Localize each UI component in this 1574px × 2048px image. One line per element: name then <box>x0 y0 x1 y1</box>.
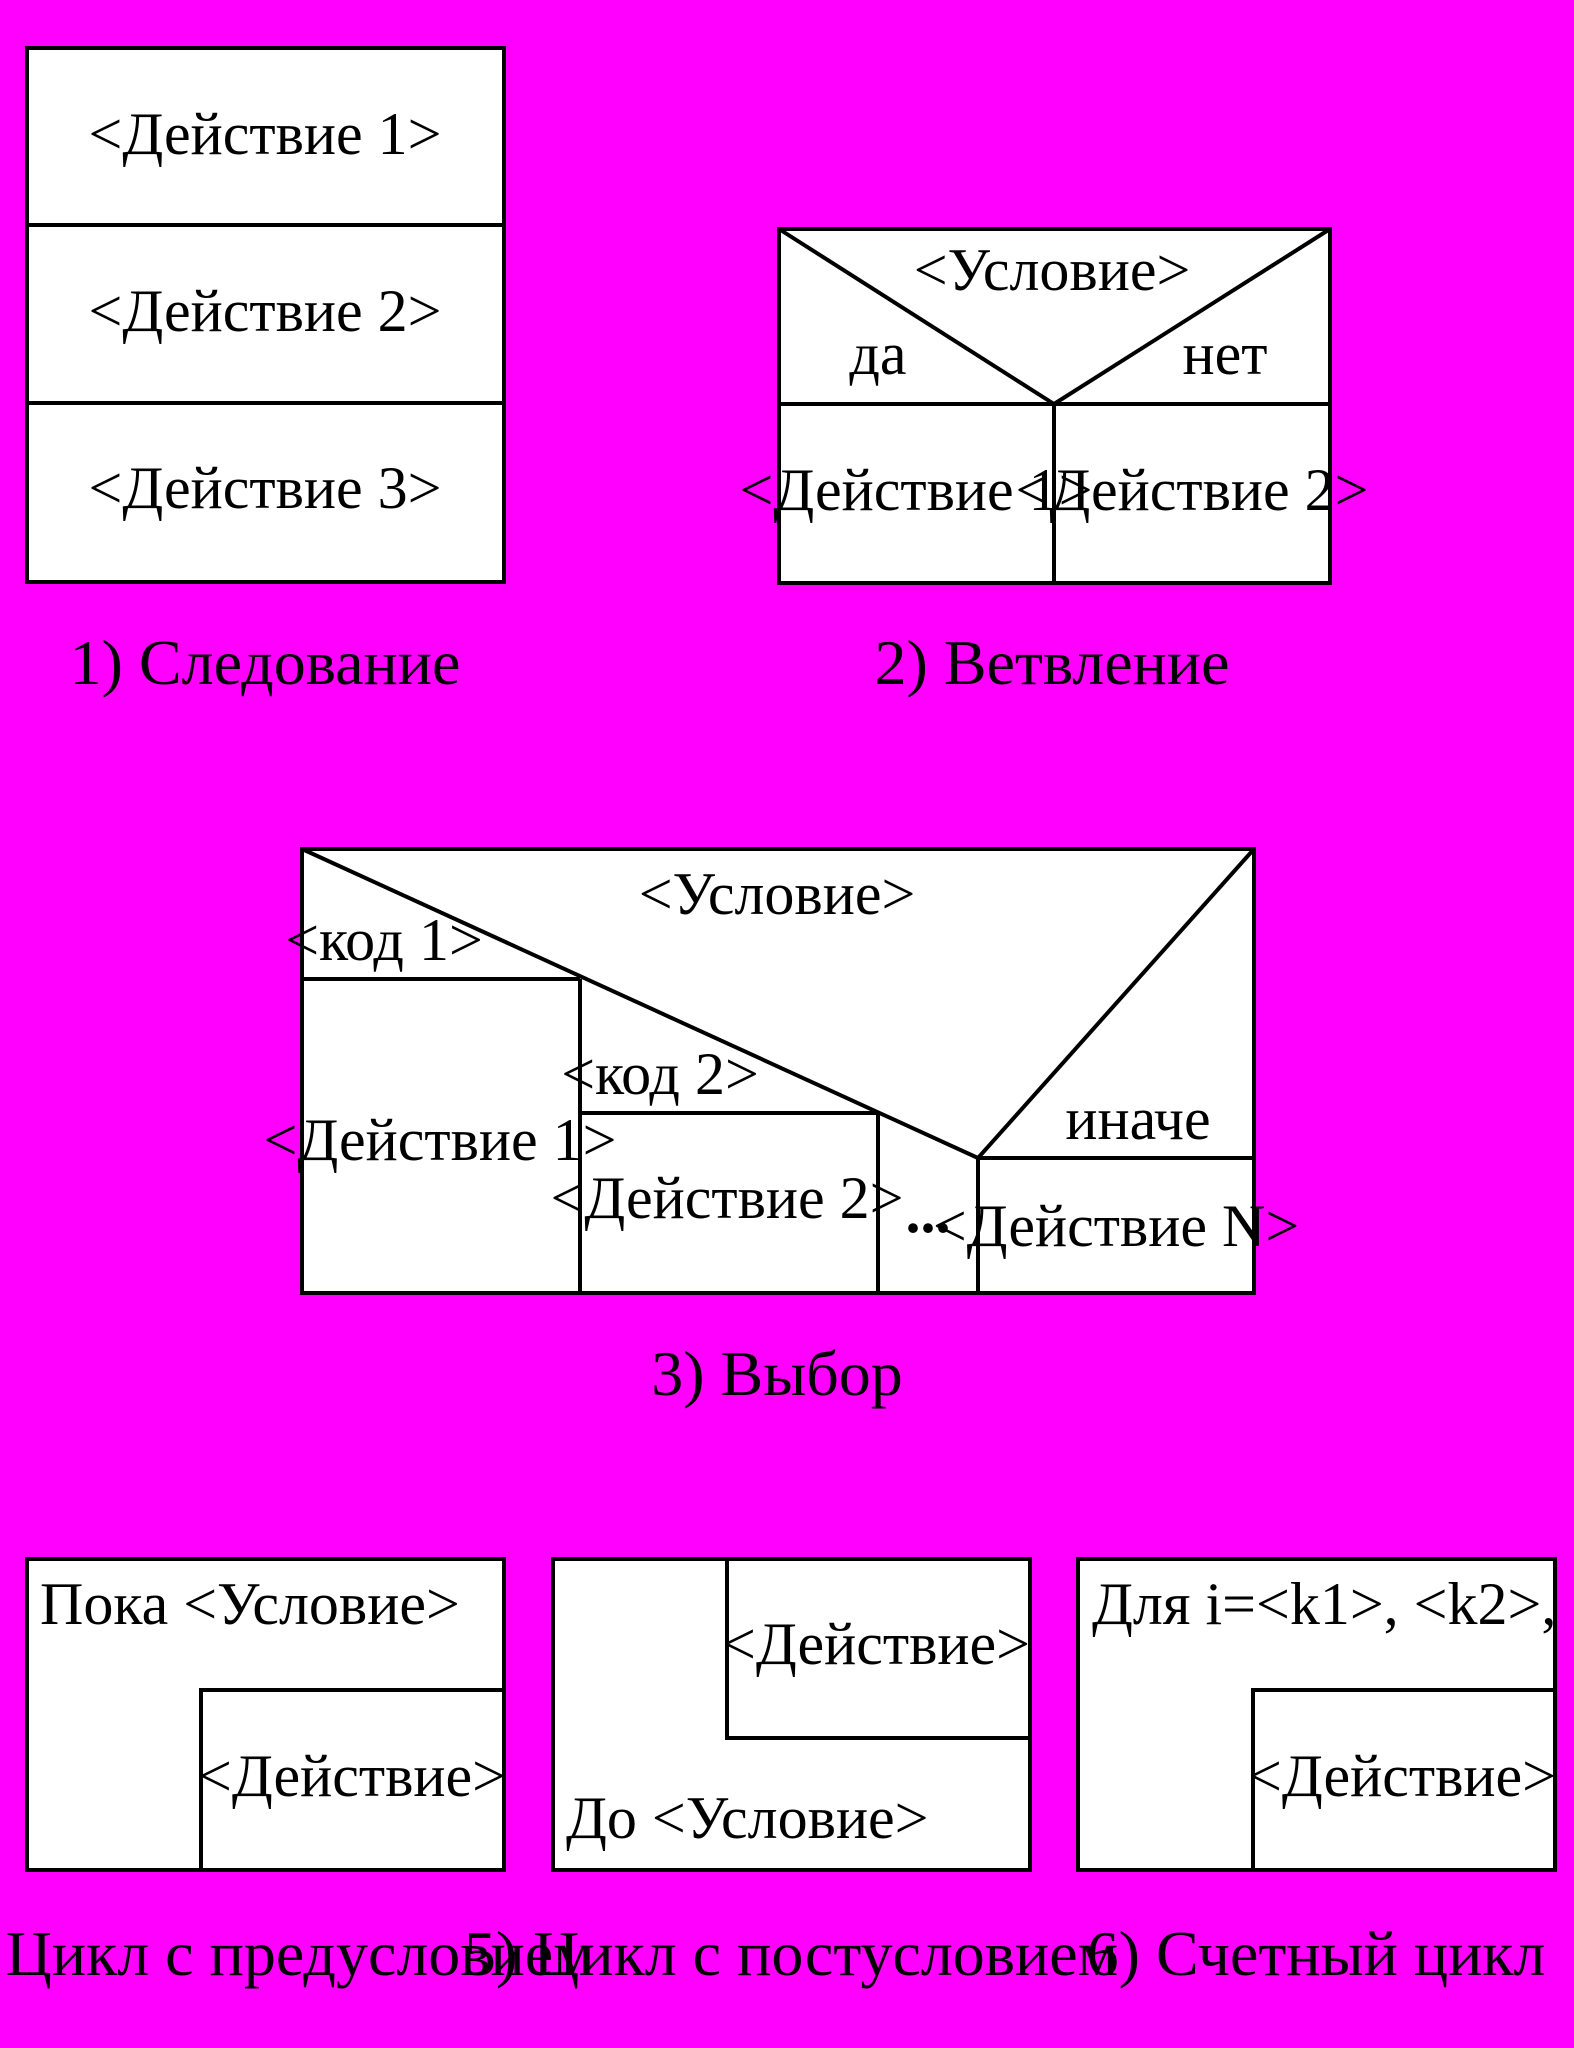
sequence-action-2: <Действие 2> <box>89 278 442 344</box>
choice-diagonal-right <box>976 847 1256 1160</box>
branch-no-label: нет <box>1183 321 1268 387</box>
pre-loop-body-border <box>199 1688 504 1870</box>
post-loop-action: <Действие> <box>722 1611 1030 1677</box>
sequence-action-3: <Действие 3> <box>89 455 442 521</box>
choice-condition: <Условие> <box>639 861 916 927</box>
branch-caption: 2) Ветвление <box>875 627 1230 698</box>
pre-loop-diagram: Пока <Условие> <Действие> <box>25 1557 506 1872</box>
post-loop-diagram: <Действие> До <Условие> <box>551 1557 1032 1872</box>
count-loop-action: <Действие> <box>1248 1743 1556 1809</box>
branch-diagonal-left <box>777 227 1056 406</box>
choice-action-n: <Действие N> <box>933 1193 1299 1259</box>
count-loop-frame <box>1076 1557 1557 1872</box>
sequence-frame <box>25 46 506 584</box>
branch-yes-label: да <box>849 321 906 387</box>
branch-action-1: <Действие 1> <box>740 457 1093 523</box>
choice-diagram: <Условие> <код 1> <код 2> иначе <Действи… <box>264 847 1299 1295</box>
branch-action-2: <Действие 2> <box>1016 457 1369 523</box>
choice-diagonal-left <box>301 847 979 1160</box>
count-loop-body-border <box>1251 1688 1555 1870</box>
choice-code-1: <код 1> <box>285 907 483 973</box>
pre-loop-frame <box>25 1557 506 1872</box>
post-loop-footer: До <Условие> <box>566 1785 929 1851</box>
post-loop-frame <box>551 1557 1032 1872</box>
choice-action-2: <Действие 2> <box>551 1165 904 1231</box>
count-loop-caption: 6) Счетный цикл <box>1087 1918 1546 1989</box>
post-loop-caption: 5) Цикл с постусловием <box>464 1918 1118 1989</box>
pre-loop-caption: 4) Цикл с предусловием <box>0 1918 594 1989</box>
count-loop-header: Для i=<k1>, <k2>, <d> <box>1092 1571 1574 1637</box>
branch-diagram: <Условие> да нет <Действие 1> <Действие … <box>740 227 1369 585</box>
pre-loop-header: Пока <Условие> <box>40 1571 460 1637</box>
branch-condition: <Условие> <box>914 237 1191 303</box>
sequence-action-1: <Действие 1> <box>89 101 442 167</box>
count-loop-diagram: Для i=<k1>, <k2>, <d> <Действие> <box>1076 1557 1574 1872</box>
choice-code-2: <код 2> <box>561 1041 759 1107</box>
sequence-diagram: <Действие 1> <Действие 2> <Действие 3> <box>25 46 506 584</box>
choice-else-label: иначе <box>1065 1086 1210 1152</box>
branch-diagonal-right <box>1052 227 1332 406</box>
pre-loop-action: <Действие> <box>198 1743 506 1809</box>
post-loop-body-border <box>725 1559 1030 1740</box>
choice-caption: 3) Выбор <box>651 1338 903 1409</box>
sequence-caption: 1) Следование <box>70 627 461 698</box>
choice-ellipsis: ... <box>906 1179 951 1245</box>
choice-action-1: <Действие 1> <box>264 1107 617 1173</box>
